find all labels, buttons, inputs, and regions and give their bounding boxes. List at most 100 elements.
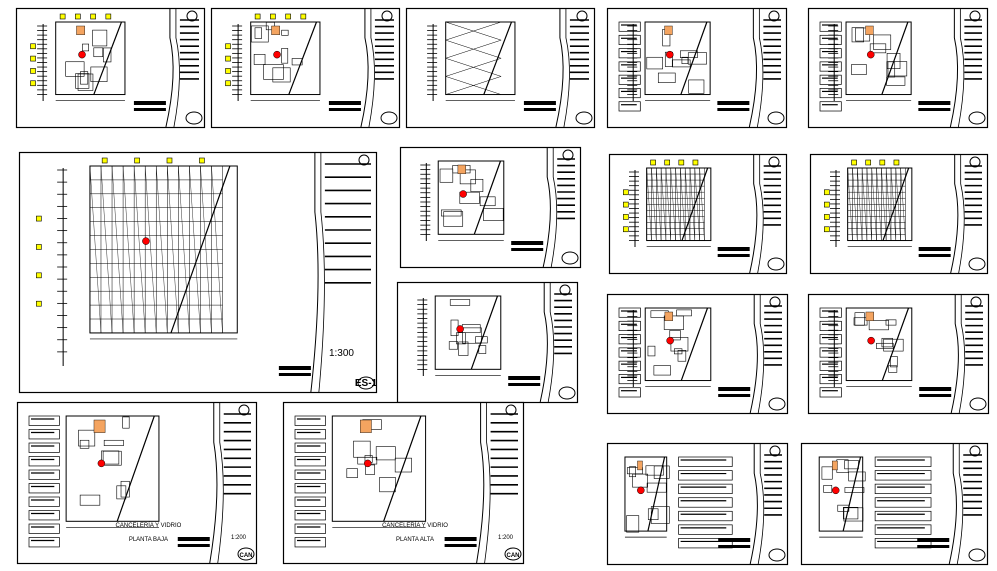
room-outline (470, 178, 484, 192)
axis-marker-icon (623, 189, 629, 196)
room-outline (462, 327, 482, 344)
title-block-curve (958, 294, 966, 414)
axis-marker-icon (623, 214, 629, 220)
schedule-cell (678, 456, 733, 467)
title-block-curve (749, 443, 758, 565)
title-bar (717, 101, 750, 105)
room-outline (478, 345, 487, 354)
title-bar (919, 394, 952, 397)
axis-marker-icon (75, 13, 81, 20)
sheet-code-circle (237, 547, 255, 561)
room-outline (459, 191, 480, 204)
building-outline (437, 160, 505, 235)
room-outline (646, 56, 663, 70)
title-block-curve (958, 154, 965, 274)
schedule-cell (618, 374, 641, 385)
red-marker-icon (459, 190, 467, 198)
title-block-curve (550, 147, 558, 268)
axis-marker-icon (30, 43, 36, 50)
schedule-cell (294, 429, 326, 440)
logo-icon (238, 404, 250, 416)
accent-room (865, 25, 874, 35)
logo-icon (559, 284, 571, 296)
hatch-line (900, 167, 906, 241)
schedule-cell (28, 537, 60, 548)
title-block-curve (748, 8, 758, 128)
logo-icon (768, 156, 780, 168)
schedule-cell (874, 538, 932, 549)
sheet-code-circle (357, 376, 375, 390)
room-outline (281, 29, 289, 36)
room-outline (844, 460, 859, 470)
room-outline (263, 64, 284, 80)
hatch-line (189, 165, 201, 333)
drawing-sheet (807, 7, 989, 129)
hatch-line (876, 167, 882, 241)
sheet-code-circle (575, 111, 593, 125)
room-outline (459, 169, 476, 185)
schedule-cell (294, 510, 326, 521)
room-outline (851, 27, 864, 43)
title-block-curve (318, 152, 325, 393)
title-bar (278, 373, 311, 376)
room-outline (848, 471, 866, 482)
title-bar (718, 545, 751, 548)
schedule-cell (874, 483, 932, 494)
room-outline (886, 53, 901, 69)
red-marker-icon (831, 486, 840, 495)
drawing-sheet (800, 442, 989, 566)
sheet-title-line: PLANTA ALTA (396, 537, 434, 543)
building-outline (331, 415, 427, 522)
roof-ridge (445, 39, 502, 59)
room-outline (869, 43, 887, 54)
sheet-scale-label: 1:300 (329, 348, 354, 359)
logo-icon (358, 154, 370, 166)
schedule-cell (28, 442, 60, 453)
logo-icon (969, 10, 981, 22)
room-outline (449, 299, 471, 306)
schedule-cell (294, 415, 326, 426)
red-marker-icon (78, 50, 86, 59)
room-outline (888, 365, 898, 373)
axis-marker-icon (30, 80, 36, 87)
schedule-cell (819, 34, 842, 45)
red-marker-icon (666, 50, 674, 59)
room-outline (90, 66, 108, 82)
red-marker-icon (867, 336, 875, 345)
room-outline (79, 439, 90, 449)
room-outline (844, 487, 865, 493)
drawing-sheet (606, 442, 789, 566)
title-block-curve (757, 294, 765, 414)
title-bar (508, 376, 541, 380)
accent-room (76, 25, 85, 35)
axis-marker-icon (824, 226, 830, 233)
hatch-line (646, 167, 652, 241)
building-outline (845, 307, 913, 382)
schedule-cell (294, 456, 326, 467)
title-bar (717, 254, 750, 257)
hatch-line (100, 165, 113, 333)
title-bar (918, 101, 951, 105)
red-marker-icon (867, 50, 875, 59)
schedule-cell (618, 387, 641, 398)
schedule-cell (874, 470, 932, 481)
building-outline (818, 456, 864, 532)
title-bar (718, 387, 751, 391)
drawing-sheet: ES-11:300 (18, 151, 378, 394)
drawing-sheet (606, 7, 788, 129)
title-block-curve (310, 152, 319, 393)
diagonal-wall (647, 456, 666, 532)
sheet-title-line: CANCELERÍA Y VIDRIO (116, 522, 182, 529)
room-outline (251, 25, 269, 43)
hatch-line (857, 167, 863, 241)
diagonal-wall (881, 307, 910, 381)
room-outline (680, 50, 698, 58)
sheet-code-circle (768, 397, 786, 411)
room-outline (92, 29, 108, 47)
title-bar (444, 544, 477, 547)
schedule-cell (618, 347, 641, 358)
diagonal-wall (288, 21, 318, 95)
room-outline (843, 507, 859, 520)
building-outline (65, 415, 160, 522)
